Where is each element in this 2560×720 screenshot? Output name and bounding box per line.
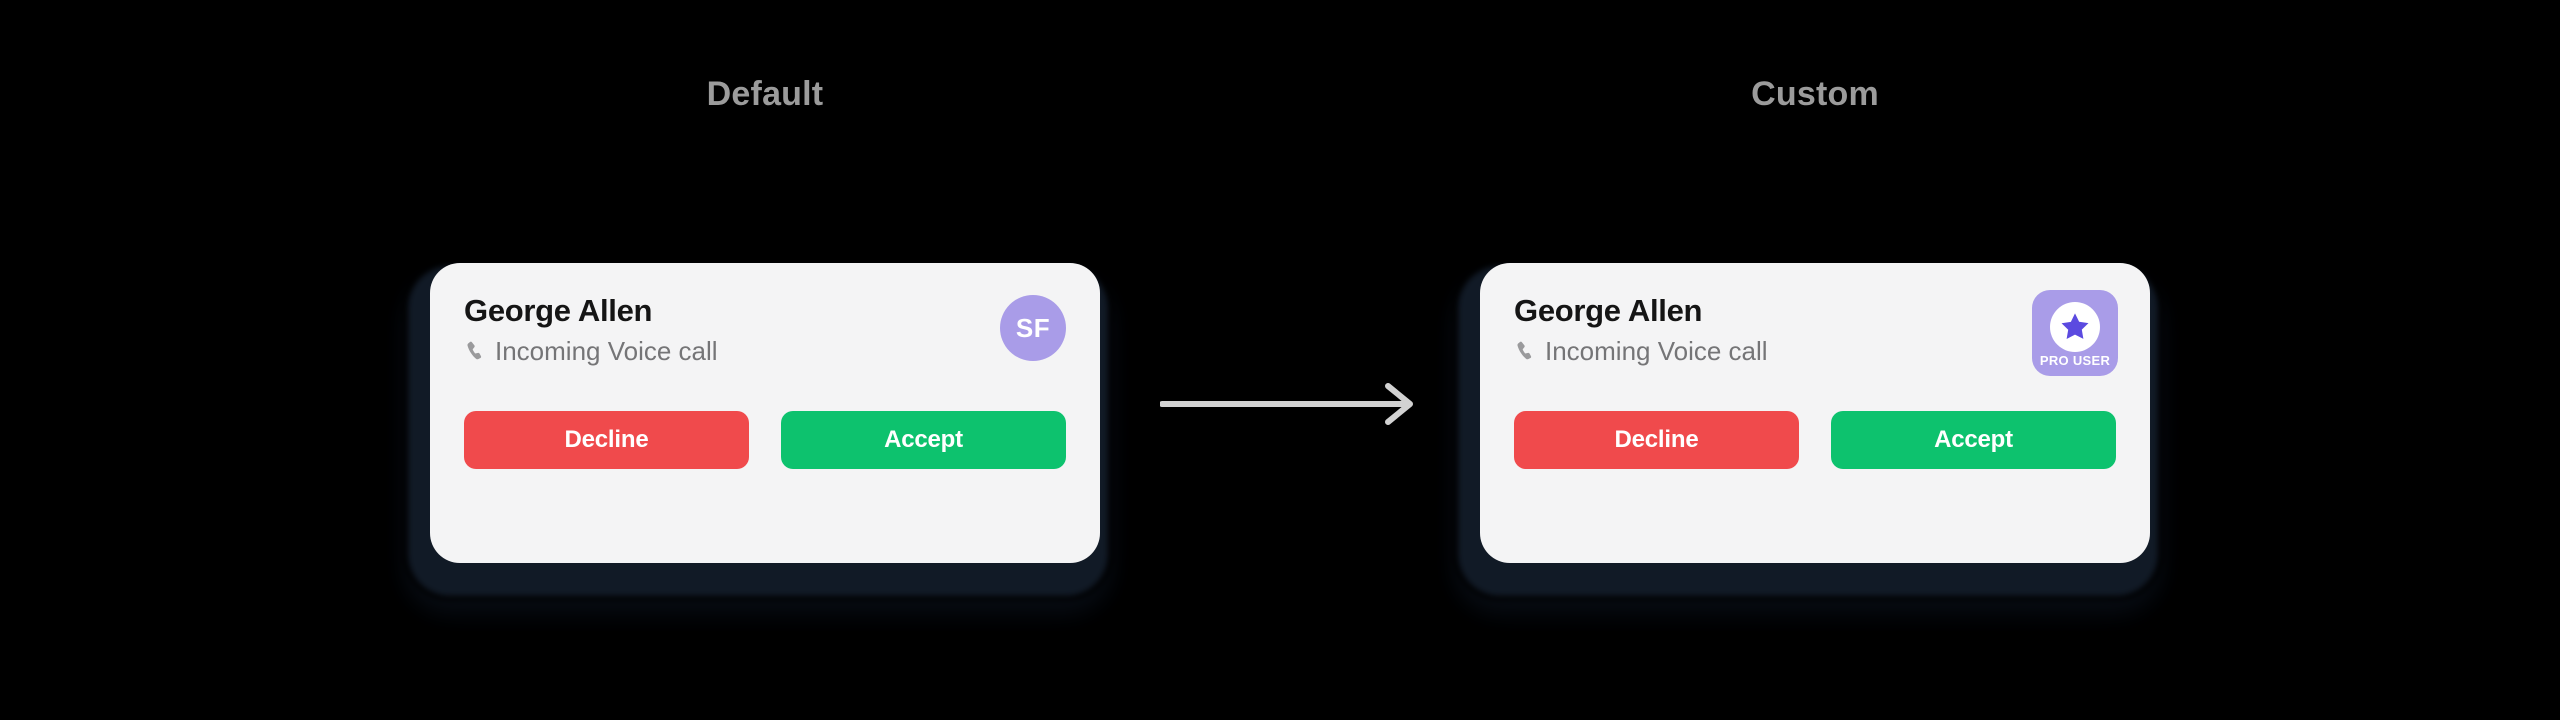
phone-icon xyxy=(467,341,482,359)
pro-user-badge-label: PRO USER xyxy=(2039,353,2111,368)
card-actions-default: Decline Accept xyxy=(464,411,1066,469)
card-surface-default: George Allen Incoming Voice call SF Decl… xyxy=(430,263,1100,563)
accept-button[interactable]: Accept xyxy=(1831,411,2116,469)
avatar-initials: SF xyxy=(1015,312,1051,343)
card-header-default: George Allen Incoming Voice call SF xyxy=(464,293,1066,405)
call-status-text: Incoming Voice call xyxy=(1545,335,1768,366)
call-notification-card-default: George Allen Incoming Voice call SF Decl… xyxy=(408,258,1108,596)
call-status-text: Incoming Voice call xyxy=(495,335,718,366)
avatar[interactable]: SF xyxy=(1000,295,1066,361)
caller-name: George Allen xyxy=(1514,293,1703,328)
badge-disc xyxy=(2050,302,2100,352)
card-header-custom: George Allen Incoming Voice call PRO USE… xyxy=(1514,290,2118,405)
call-status-row: Incoming Voice call xyxy=(1514,338,2116,364)
card-actions-custom: Decline Accept xyxy=(1514,411,2116,469)
call-status-row: Incoming Voice call xyxy=(464,338,1066,364)
star-icon xyxy=(2061,313,2089,339)
caller-name: George Allen xyxy=(464,293,653,328)
call-notification-card-custom: George Allen Incoming Voice call PRO USE… xyxy=(1458,258,2158,596)
decline-button[interactable]: Decline xyxy=(1514,411,1799,469)
decline-button[interactable]: Decline xyxy=(464,411,749,469)
column-heading-custom: Custom xyxy=(1751,75,1879,113)
accept-button[interactable]: Accept xyxy=(781,411,1066,469)
pro-user-badge[interactable]: PRO USER xyxy=(2032,290,2118,376)
arrow-right-icon xyxy=(1160,383,1413,425)
card-surface-custom: George Allen Incoming Voice call PRO USE… xyxy=(1480,263,2150,563)
column-heading-default: Default xyxy=(706,75,824,113)
phone-icon xyxy=(1517,341,1532,359)
